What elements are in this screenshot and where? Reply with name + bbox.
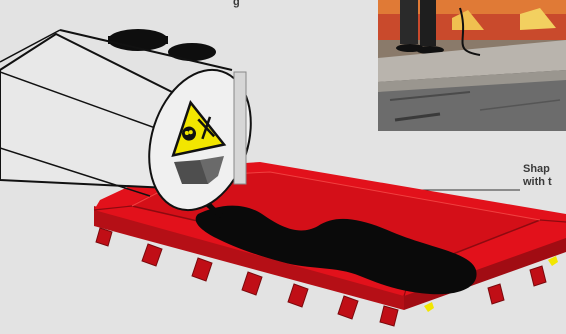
top-caption-fragment: g <box>233 0 240 9</box>
side-caption-line2: with t <box>523 176 552 189</box>
side-caption-line1: Shap <box>523 163 552 176</box>
photo-inset <box>378 0 566 131</box>
side-caption: Shap with t <box>523 163 552 189</box>
